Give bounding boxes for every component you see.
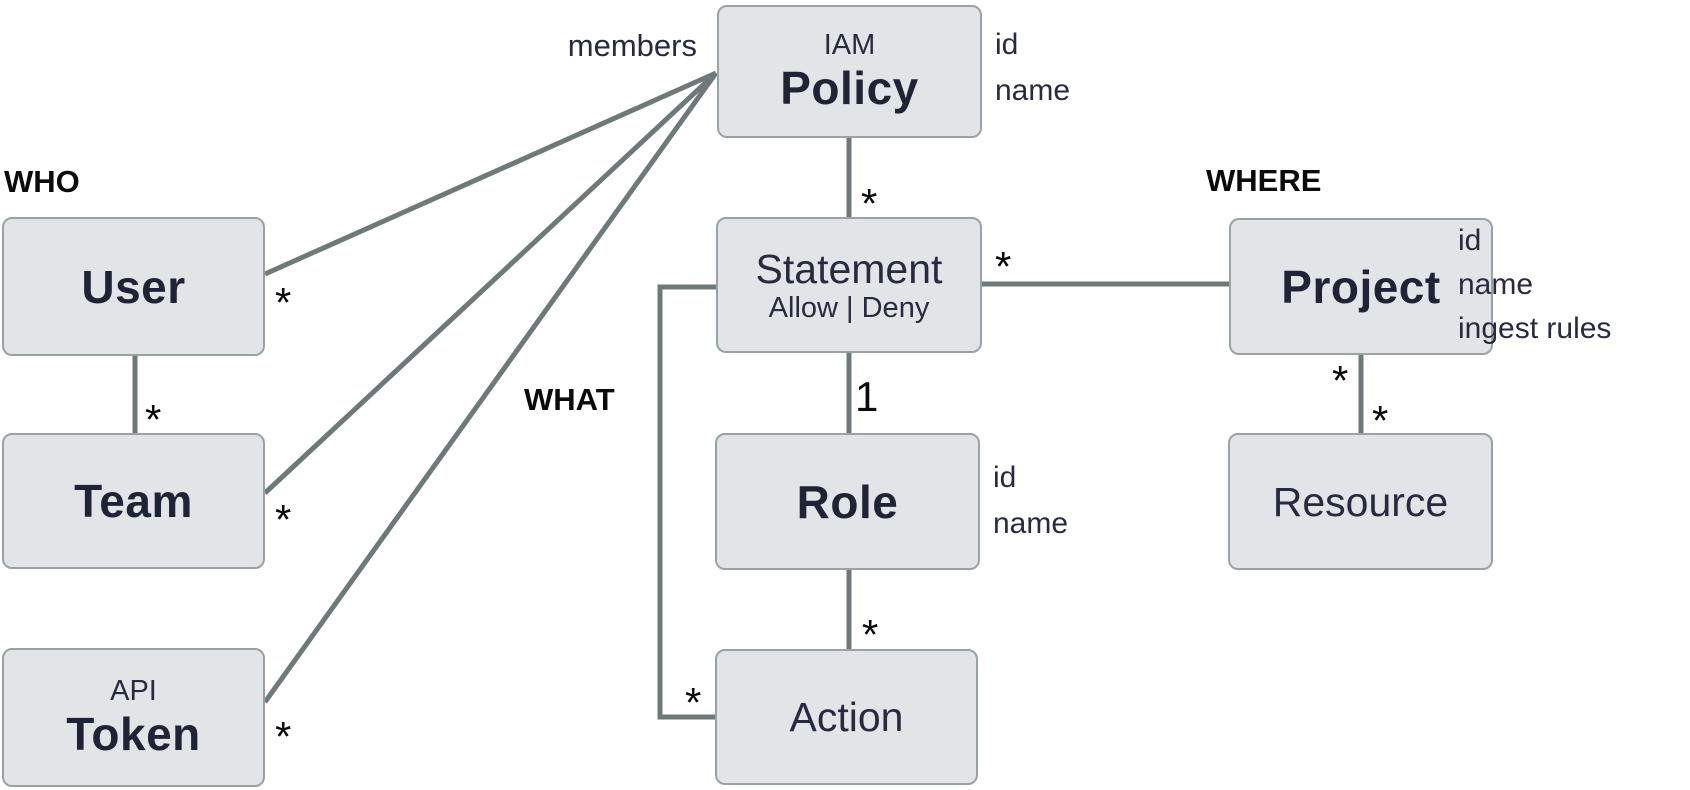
- entity-policy-name: Policy: [780, 62, 919, 114]
- entity-statement-name: Statement: [755, 245, 943, 292]
- entity-user-name: User: [81, 260, 186, 313]
- cardinality-team-policy: *: [275, 496, 292, 543]
- entity-policy: IAM Policy: [717, 5, 982, 138]
- cardinality-role-action: *: [862, 611, 879, 658]
- section-label-where: WHERE: [1206, 163, 1322, 198]
- project-attribute-ingest-rules: ingest rules: [1458, 312, 1612, 345]
- entity-resource: Resource: [1228, 433, 1493, 570]
- connector-token-policy: [262, 71, 719, 704]
- entity-action-name: Action: [789, 694, 904, 740]
- cardinality-statement-action: *: [685, 679, 702, 726]
- policy-attributes: id name: [995, 22, 1070, 114]
- section-label-who: WHO: [4, 164, 80, 199]
- entity-team: Team: [2, 433, 265, 569]
- cardinality-project-resource-child: *: [1372, 397, 1389, 444]
- entity-token: API Token: [2, 648, 265, 787]
- relationship-label-members: members: [567, 28, 697, 63]
- role-attributes: id name: [993, 455, 1068, 547]
- cardinality-statement-role: 1: [855, 373, 879, 420]
- entity-action: Action: [715, 649, 978, 785]
- entity-statement: Statement Allow | Deny: [716, 217, 982, 353]
- connector-statement-action-elbow: [657, 284, 716, 720]
- entity-policy-supertitle: IAM: [823, 29, 876, 61]
- project-attribute-name: name: [1458, 268, 1534, 301]
- entity-role: Role: [715, 433, 980, 570]
- project-attributes: id name ingest rules: [1458, 219, 1611, 351]
- entity-project: Project: [1229, 218, 1493, 355]
- entity-token-supertitle: API: [110, 675, 157, 707]
- entity-statement-subtitle: Allow | Deny: [768, 291, 930, 324]
- role-attribute-id: id: [993, 461, 1017, 494]
- entity-token-name: Token: [66, 708, 201, 760]
- role-attribute-name: name: [993, 507, 1069, 540]
- connector-user-policy: [263, 70, 718, 277]
- cardinality-user-team: *: [145, 396, 162, 443]
- entity-resource-name: Resource: [1272, 478, 1449, 525]
- policy-attribute-name: name: [995, 74, 1071, 107]
- cardinality-token-policy: *: [275, 713, 292, 760]
- cardinality-policy-statement: *: [861, 180, 878, 227]
- section-label-what: WHAT: [524, 382, 615, 417]
- project-attribute-id: id: [1458, 224, 1482, 257]
- connector-team-policy: [263, 71, 718, 495]
- entity-role-name: Role: [796, 475, 899, 528]
- cardinality-user-policy: *: [275, 279, 292, 326]
- cardinality-project-resource-parent: *: [1332, 357, 1349, 404]
- policy-attribute-id: id: [995, 28, 1019, 61]
- cardinality-statement-project: *: [995, 243, 1012, 290]
- entity-user: User: [2, 217, 265, 356]
- entity-team-name: Team: [74, 475, 193, 527]
- entity-project-name: Project: [1281, 260, 1441, 313]
